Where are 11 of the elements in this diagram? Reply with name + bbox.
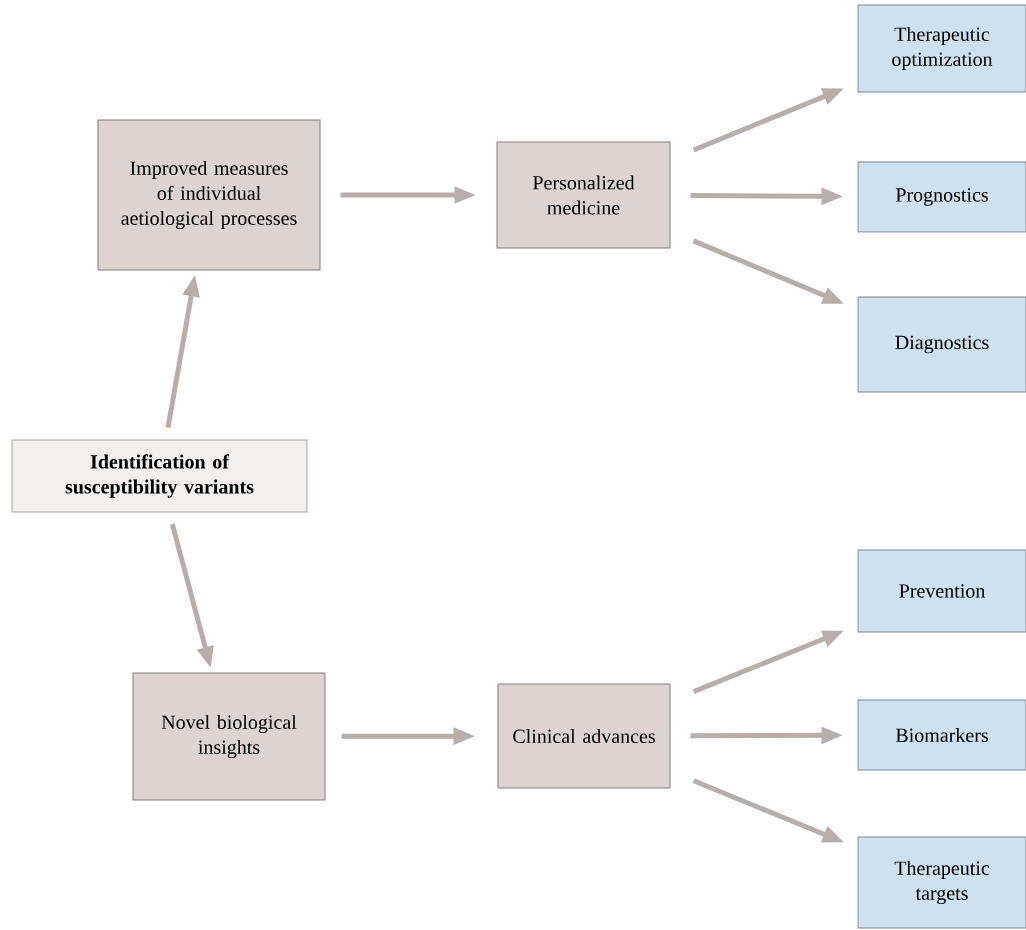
outcome-box: Biomarkers xyxy=(857,699,1026,771)
outcome-box: Therapeutic targets xyxy=(857,836,1026,929)
process-box: Personalized medicine xyxy=(496,141,671,249)
outcome-box: Prognostics xyxy=(857,161,1026,233)
process-box: Clinical advances xyxy=(497,683,671,789)
outcome-box: Prevention xyxy=(857,549,1026,633)
process-box: Improved measures of individual aetiological processes xyxy=(97,119,321,271)
outcome-box: Diagnostics xyxy=(857,296,1026,393)
start-box: Identification of susceptibility variants xyxy=(11,439,308,513)
process-box: Novel biological insights xyxy=(132,672,326,801)
outcome-box: Therapeutic optimization xyxy=(857,4,1026,93)
